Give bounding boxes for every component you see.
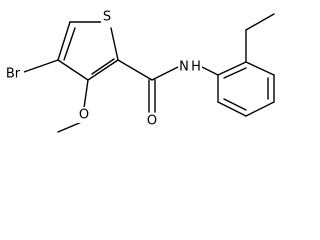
bond-c5-c4-double bbox=[63, 27, 76, 61]
bond-n-phenyl bbox=[201, 66, 219, 76]
thiophene-ring bbox=[57, 21, 119, 81]
bond-c3-o bbox=[83, 79, 89, 109]
bond-ph-inner-1 bbox=[223, 67, 247, 79]
bond-carbonyl-n bbox=[151, 66, 179, 81]
atom-bromine: Br bbox=[6, 67, 21, 82]
label-bg-br bbox=[2, 66, 24, 82]
bond-ph-c1-c2 bbox=[217, 61, 247, 76]
bond-c5-c4 bbox=[57, 21, 71, 61]
bond-c3-c2-double bbox=[91, 58, 115, 75]
chemical-structure: S Br O O N H bbox=[2, 9, 275, 133]
bond-ph-c4-c5 bbox=[245, 101, 275, 117]
atom-methoxy-oxygen: O bbox=[79, 108, 89, 123]
label-bg-o-carbonyl bbox=[146, 113, 159, 129]
atom-nitrogen-hydrogen: H bbox=[191, 60, 201, 75]
bond-c4-br bbox=[23, 59, 59, 73]
label-bg-o-methoxy bbox=[78, 107, 91, 123]
bond-ph-c2-c3 bbox=[245, 61, 275, 76]
atom-sulfur: S bbox=[103, 10, 111, 25]
atom-carbonyl-oxygen: O bbox=[147, 114, 157, 129]
bond-c3-c2 bbox=[87, 59, 119, 81]
bond-ph-c5-c6 bbox=[217, 101, 247, 117]
phenyl-ring bbox=[217, 61, 275, 117]
label-bg-s bbox=[101, 9, 113, 25]
bond-c2-carbonyl bbox=[117, 59, 153, 81]
atom-nitrogen: N bbox=[179, 60, 189, 75]
bond-ethyl-ch3 bbox=[245, 13, 275, 31]
atom-labels: S Br O O N H bbox=[2, 9, 202, 129]
label-bg-nh bbox=[178, 59, 202, 75]
bond-ph-inner-3 bbox=[223, 98, 247, 111]
bond-c2-s bbox=[110, 27, 119, 61]
bond-c4-c3 bbox=[57, 59, 89, 81]
